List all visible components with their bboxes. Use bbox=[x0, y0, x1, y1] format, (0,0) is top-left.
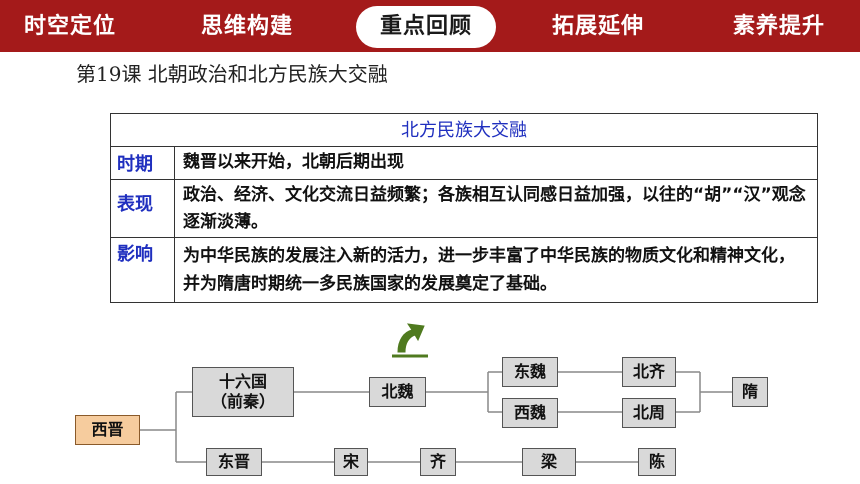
box-sui: 隋 bbox=[732, 377, 768, 407]
tab-extension[interactable]: 拓展延伸 bbox=[551, 14, 644, 39]
box-western-wei: 西魏 bbox=[502, 398, 558, 428]
sixteen-kingdoms-note: （前秦） bbox=[210, 392, 275, 411]
connector-lines bbox=[140, 323, 732, 463]
tab-key-review[interactable]: 重点回顾 bbox=[356, 6, 496, 48]
box-song: 宋 bbox=[334, 448, 368, 476]
box-chen: 陈 bbox=[638, 448, 676, 476]
tab-spatiotemporal[interactable]: 时空定位 bbox=[23, 14, 116, 39]
row-value-influence: 为中华民族的发展注入新的活力，进一步丰富了中华民族的物质文化和精神文化，并为隋唐… bbox=[183, 246, 795, 294]
up-arrow-icon bbox=[392, 323, 428, 358]
row-value-manifestation: 政治、经济、文化交流日益频繁；各族相互认同感日益加强，以往的“胡”“汉”观念逐渐… bbox=[183, 185, 806, 232]
row-label-period: 时期 bbox=[111, 147, 175, 179]
sixteen-kingdoms-name: 十六国 bbox=[218, 372, 267, 391]
tab-thinking[interactable]: 思维构建 bbox=[200, 14, 293, 39]
box-northern-qi: 北齐 bbox=[622, 357, 676, 387]
row-value-period: 魏晋以来开始，北朝后期出现 bbox=[183, 152, 404, 172]
box-eastern-wei: 东魏 bbox=[502, 357, 558, 387]
summary-table: 北方民族大交融 时期 魏晋以来开始，北朝后期出现 表现 政治、经济、文化交流日益… bbox=[110, 113, 818, 303]
table-row: 时期 魏晋以来开始，北朝后期出现 bbox=[111, 147, 817, 180]
dynasty-diagram: 西晋 十六国 （前秦） 北魏 东魏 西魏 北齐 北周 隋 东晋 宋 齐 梁 陈 bbox=[0, 310, 860, 484]
row-label-influence: 影响 bbox=[111, 238, 175, 302]
top-nav: 时空定位 思维构建 重点回顾 拓展延伸 素养提升 bbox=[0, 0, 860, 52]
tab-literacy[interactable]: 素养提升 bbox=[732, 14, 825, 39]
row-label-manifestation: 表现 bbox=[111, 180, 175, 237]
box-qi: 齐 bbox=[420, 448, 456, 476]
table-heading: 北方民族大交融 bbox=[111, 114, 817, 147]
lesson-title: 第19课 北朝政治和北方民族大交融 bbox=[76, 62, 388, 86]
box-liang: 梁 bbox=[522, 448, 576, 476]
table-row: 表现 政治、经济、文化交流日益频繁；各族相互认同感日益加强，以往的“胡”“汉”观… bbox=[111, 180, 817, 238]
box-eastern-jin: 东晋 bbox=[206, 448, 262, 476]
box-northern-zhou: 北周 bbox=[622, 398, 676, 428]
box-sixteen-kingdoms: 十六国 （前秦） bbox=[192, 367, 294, 417]
box-northern-wei: 北魏 bbox=[369, 377, 426, 407]
box-western-jin: 西晋 bbox=[75, 415, 140, 445]
table-row: 影响 为中华民族的发展注入新的活力，进一步丰富了中华民族的物质文化和精神文化，并… bbox=[111, 238, 817, 302]
